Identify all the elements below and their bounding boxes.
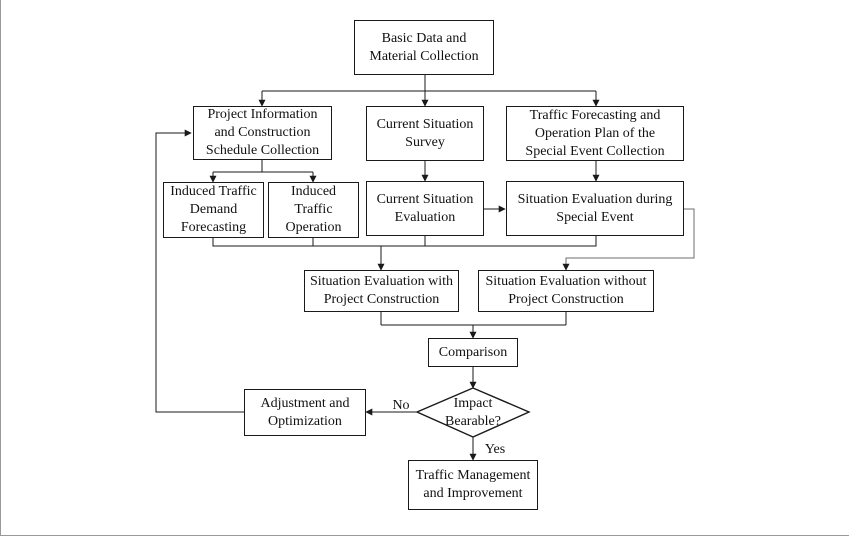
edge-label-yes: Yes [480,441,510,459]
edge-special-to-without [562,208,695,271]
edge-label-yes-text: Yes [484,442,506,457]
node-decision-label-wrap: Impact Bearable? [433,395,513,431]
node-induced-demand-label: Induced Traffic Demand Forecasting [170,184,257,235]
node-current-eval: Current Situation Evaluation [366,181,484,236]
node-special-eval-label: Situation Evaluation during Special Even… [517,191,673,225]
node-eval-without-label: Situation Evaluation without Project Con… [485,274,647,307]
node-basic-data: Basic Data and Material Collection [354,20,494,75]
decision-diamond [415,387,531,438]
node-current-eval-label: Current Situation Evaluation [376,191,474,225]
node-adjustment: Adjustment and Optimization [244,389,366,436]
node-comparison: Comparison [428,338,518,367]
node-management-label: Traffic Management and Improvement [415,468,531,501]
node-decision-label: Impact Bearable? [445,396,501,429]
node-project-info: Project Information and Construction Sch… [193,106,332,160]
node-induced-operation-label: Induced Traffic Operation [285,184,342,235]
edge-label-no: No [388,397,414,415]
node-eval-with: Situation Evaluation with Project Constr… [304,270,459,312]
node-current-survey: Current Situation Survey [366,106,484,161]
node-adjustment-label: Adjustment and Optimization [260,395,350,429]
node-special-eval: Situation Evaluation during Special Even… [506,181,684,236]
node-current-survey-label: Current Situation Survey [376,116,474,150]
node-induced-demand: Induced Traffic Demand Forecasting [163,182,264,238]
node-traffic-forecast: Traffic Forecasting and Operation Plan o… [506,106,684,161]
edge-feedback-loop [155,129,244,413]
edge-label-no-text: No [392,398,410,413]
node-eval-without: Situation Evaluation without Project Con… [478,270,654,312]
node-comparison-label: Comparison [438,344,508,360]
node-induced-operation: Induced Traffic Operation [268,182,359,238]
node-basic-data-label: Basic Data and Material Collection [369,30,479,64]
node-management: Traffic Management and Improvement [408,460,538,510]
edge-merge-bus [212,236,597,247]
node-eval-with-label: Situation Evaluation with Project Constr… [309,274,454,307]
node-traffic-forecast-label: Traffic Forecasting and Operation Plan o… [525,107,665,159]
node-project-info-label: Project Information and Construction Sch… [205,107,320,158]
